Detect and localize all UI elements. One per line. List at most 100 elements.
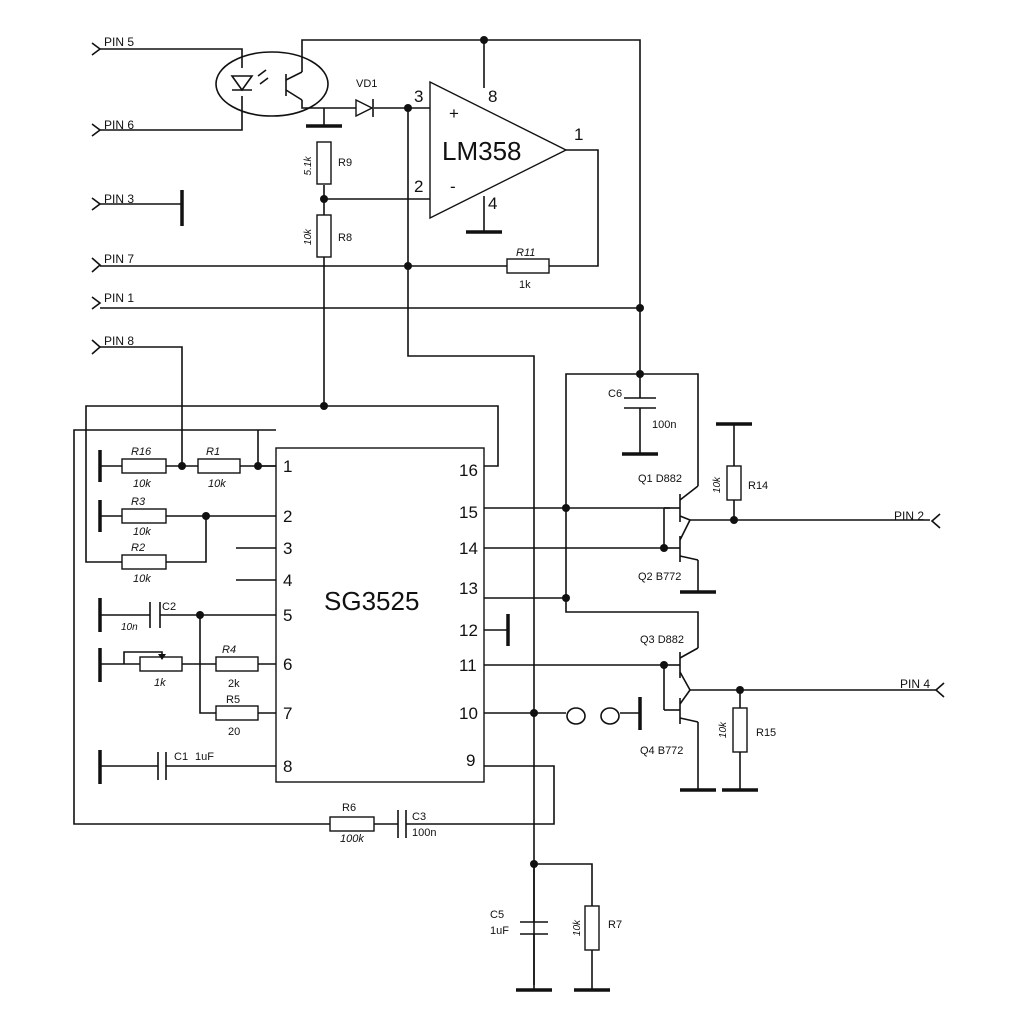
- lm358-minus: -: [450, 177, 456, 196]
- r9-value: 5.1k: [303, 156, 314, 176]
- sg-pin-2: 2: [283, 507, 292, 526]
- r4-label: R4: [222, 644, 236, 656]
- sg-pin-5: 5: [283, 606, 292, 625]
- sg-pin-12: 12: [459, 621, 478, 640]
- c5-label: C5: [490, 909, 504, 921]
- resistor-r3: [121, 508, 167, 524]
- capacitor-c2: [149, 602, 161, 628]
- q2-label: Q2 B772: [638, 571, 681, 583]
- sg3525-chip: [275, 447, 485, 783]
- r16-value: 10k: [133, 478, 151, 490]
- r4-value: 2k: [228, 678, 240, 690]
- resistor-r6: [329, 816, 375, 832]
- sg-pin-6: 6: [283, 655, 292, 674]
- potentiometer: [139, 654, 183, 672]
- resistor-r9: [316, 141, 332, 185]
- resistor-r4: [215, 656, 259, 672]
- r3-label: R3: [131, 496, 146, 508]
- sg-pin-10: 10: [459, 704, 478, 723]
- sg-pin-16: 16: [459, 461, 478, 480]
- transistor-q1: [679, 485, 699, 522]
- sg-pin-8: 8: [283, 757, 292, 776]
- resistor-r8: [316, 214, 332, 258]
- connector-pin1-label: PIN 1: [104, 291, 134, 305]
- led-icon: [230, 75, 254, 92]
- ground-bars: [98, 124, 758, 992]
- q4-label: Q4 B772: [640, 745, 683, 757]
- sg-pin-3: 3: [283, 539, 292, 558]
- c5-value: 1uF: [490, 925, 509, 937]
- connector-pin2-label: PIN 2: [894, 509, 924, 523]
- resistor-r7: [584, 905, 600, 951]
- vd1-label: VD1: [356, 78, 377, 90]
- r6-value: 100k: [340, 833, 364, 845]
- lm358-pin3: 3: [414, 87, 423, 106]
- r15-label: R15: [756, 727, 776, 739]
- r2-value: 10k: [133, 573, 151, 585]
- junction-dots: [178, 36, 744, 868]
- transistor-q3: [679, 647, 699, 691]
- sg-pin-13: 13: [459, 579, 478, 598]
- r8-value: 10k: [303, 228, 314, 245]
- r1-label: R1: [206, 446, 220, 458]
- sg3525-label: SG3525: [324, 586, 419, 616]
- capacitor-c3: [397, 810, 407, 838]
- q3-label: Q3 D882: [640, 634, 684, 646]
- c1-label: C1: [174, 751, 188, 763]
- lm358-pin2: 2: [414, 177, 423, 196]
- r11-value: 1k: [519, 279, 531, 291]
- r5-value: 20: [228, 726, 240, 738]
- r6-label: R6: [342, 802, 356, 814]
- connector-pin7-label: PIN 7: [104, 252, 134, 266]
- r1-value: 10k: [208, 478, 226, 490]
- r2-label: R2: [131, 542, 145, 554]
- r9-label: R9: [338, 157, 352, 169]
- q1-label: Q1 D882: [638, 473, 682, 485]
- r3-value: 10k: [133, 526, 151, 538]
- connector-pin3-label: PIN 3: [104, 192, 134, 206]
- sg-pin-9: 9: [466, 751, 475, 770]
- resistor-r15: [732, 707, 748, 753]
- test-pads: [566, 707, 620, 725]
- capacitor-c1: [157, 752, 167, 780]
- r11-label: R11: [516, 247, 535, 259]
- transistor-q2: [679, 519, 699, 562]
- r7-label: R7: [608, 919, 622, 931]
- pot-value: 1k: [154, 677, 166, 689]
- sg-pin-1: 1: [283, 457, 292, 476]
- connector-pin6-label: PIN 6: [104, 118, 134, 132]
- sg-pin-4: 4: [283, 571, 292, 590]
- connector-pin4-label: PIN 4: [900, 677, 930, 691]
- c6-value: 100n: [652, 419, 676, 431]
- c3-label: C3: [412, 811, 426, 823]
- r14-value: 10k: [712, 476, 723, 493]
- resistor-r2: [121, 554, 167, 570]
- sg-pin-14: 14: [459, 539, 478, 558]
- capacitor-c5: [520, 921, 548, 935]
- c3-value: 100n: [412, 827, 436, 839]
- c2-label: C2: [162, 601, 176, 613]
- resistor-r14: [726, 465, 742, 501]
- c2-value: 10n: [121, 622, 138, 633]
- lm358-label: LM358: [442, 136, 522, 166]
- diode-vd1: [355, 98, 374, 118]
- r15-value: 10k: [718, 721, 729, 738]
- r16-label: R16: [131, 446, 152, 458]
- optocoupler: [215, 51, 329, 117]
- lm358-opamp: [429, 80, 568, 220]
- connector-pin5-label: PIN 5: [104, 35, 134, 49]
- r8-label: R8: [338, 232, 352, 244]
- sg-pin-11: 11: [459, 656, 477, 675]
- lm358-pin4: 4: [488, 194, 497, 213]
- lm358-pin1: 1: [574, 125, 583, 144]
- r5-label: R5: [226, 694, 240, 706]
- resistor-r1: [197, 458, 241, 474]
- lm358-plus: +: [449, 104, 459, 123]
- connector-pin8-label: PIN 8: [104, 334, 134, 348]
- r14-label: R14: [748, 480, 768, 492]
- resistor-r5: [215, 705, 259, 721]
- resistor-r11: [506, 258, 550, 274]
- resistor-r16: [121, 458, 167, 474]
- sg-pin-7: 7: [283, 704, 292, 723]
